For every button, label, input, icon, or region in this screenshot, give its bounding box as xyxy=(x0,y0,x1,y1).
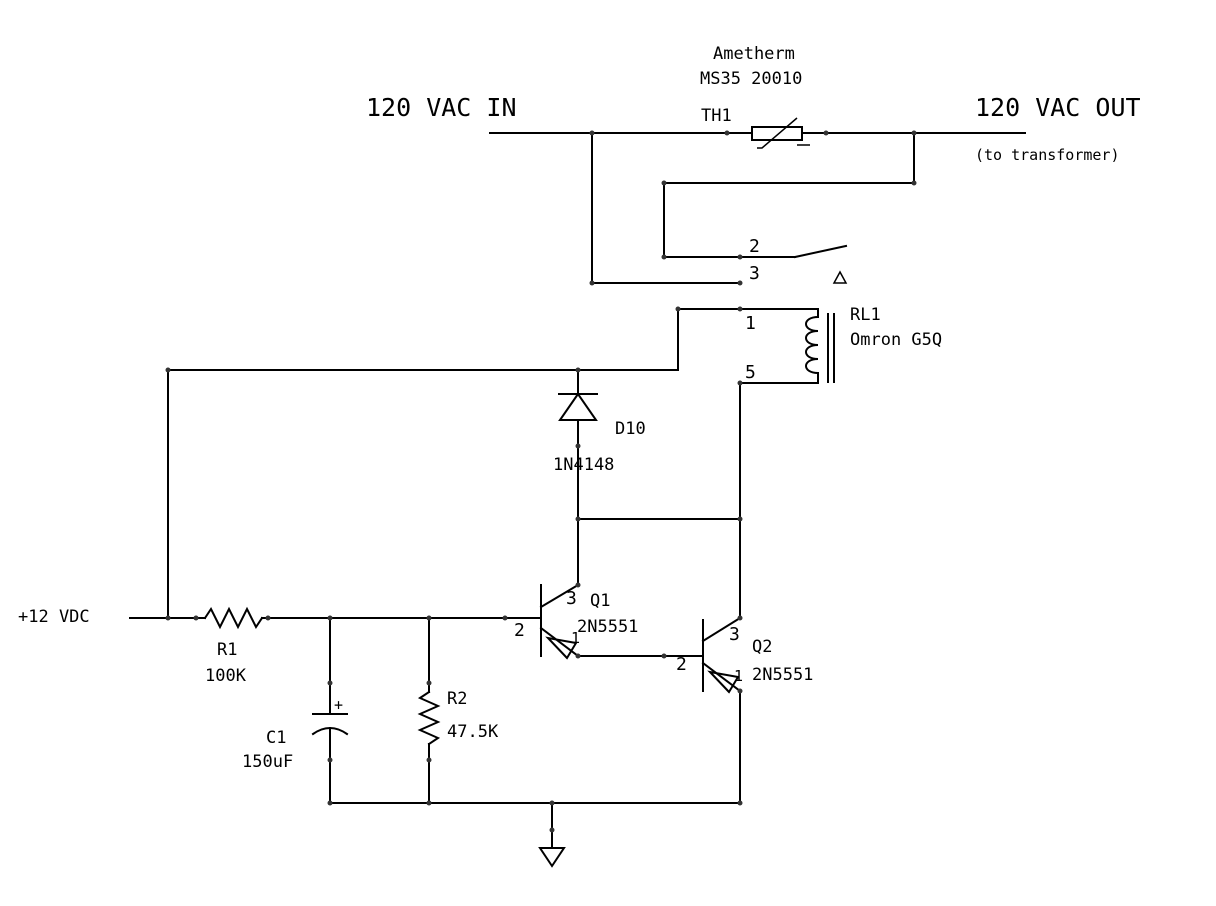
thermistor-maker: Ametherm xyxy=(713,44,795,64)
diode-d10 xyxy=(558,369,598,586)
power-out-label: 120 VAC OUT xyxy=(975,93,1141,122)
ac-output-wire xyxy=(663,132,1026,258)
junction-dots xyxy=(165,130,917,833)
relay-contacts xyxy=(793,244,848,284)
q1-collector-pin: 3 xyxy=(566,588,577,609)
thermistor-th1 xyxy=(726,117,827,149)
relay-pin-2: 2 xyxy=(749,236,760,257)
c1-ref: C1 xyxy=(266,728,286,748)
transistor-q1 xyxy=(504,583,580,660)
supply-label: +12 VDC xyxy=(18,607,90,627)
coil-return-wire xyxy=(577,382,741,619)
q2-emitter-pin: 1 xyxy=(734,667,743,685)
relay-pin-5: 5 xyxy=(745,362,756,383)
diode-part: 1N4148 xyxy=(553,455,614,475)
q2-base-pin: 2 xyxy=(676,654,687,675)
thermistor-part: MS35 20010 xyxy=(700,69,802,89)
capacitor-c1 xyxy=(311,617,349,804)
q1-emitter-pin: 1 xyxy=(571,629,580,647)
relay-ref: RL1 xyxy=(850,305,881,325)
r2-value: 47.5K xyxy=(447,722,499,742)
r2-ref: R2 xyxy=(447,689,467,709)
resistor-r1 xyxy=(203,606,506,630)
relay-part: Omron G5Q xyxy=(850,330,942,350)
r1-value: 100K xyxy=(205,666,247,686)
ground-icon xyxy=(538,847,566,868)
q2-ref: Q2 xyxy=(752,637,772,657)
q2-collector-pin: 3 xyxy=(729,624,740,645)
diode-ref: D10 xyxy=(615,419,646,439)
q1-base-pin: 2 xyxy=(514,620,525,641)
q1-ref: Q1 xyxy=(590,591,610,611)
r1-ref: R1 xyxy=(217,640,237,660)
power-in-label: 120 VAC IN xyxy=(366,93,517,122)
c1-polarity: + xyxy=(334,696,343,714)
ground-rail xyxy=(329,690,741,849)
resistor-r2 xyxy=(417,617,441,804)
thermistor-ref: TH1 xyxy=(701,106,732,126)
q1-part: 2N5551 xyxy=(577,617,638,637)
relay-pin-3: 3 xyxy=(749,263,760,284)
q2-part: 2N5551 xyxy=(752,665,813,685)
transistor-q2 xyxy=(701,616,742,694)
relay-coil-rl1 xyxy=(677,308,835,384)
relay-pin-1: 1 xyxy=(745,313,756,334)
ac-input-wire xyxy=(489,132,741,284)
c1-value: 150uF xyxy=(242,752,293,772)
power-out-note: (to transformer) xyxy=(975,146,1120,164)
